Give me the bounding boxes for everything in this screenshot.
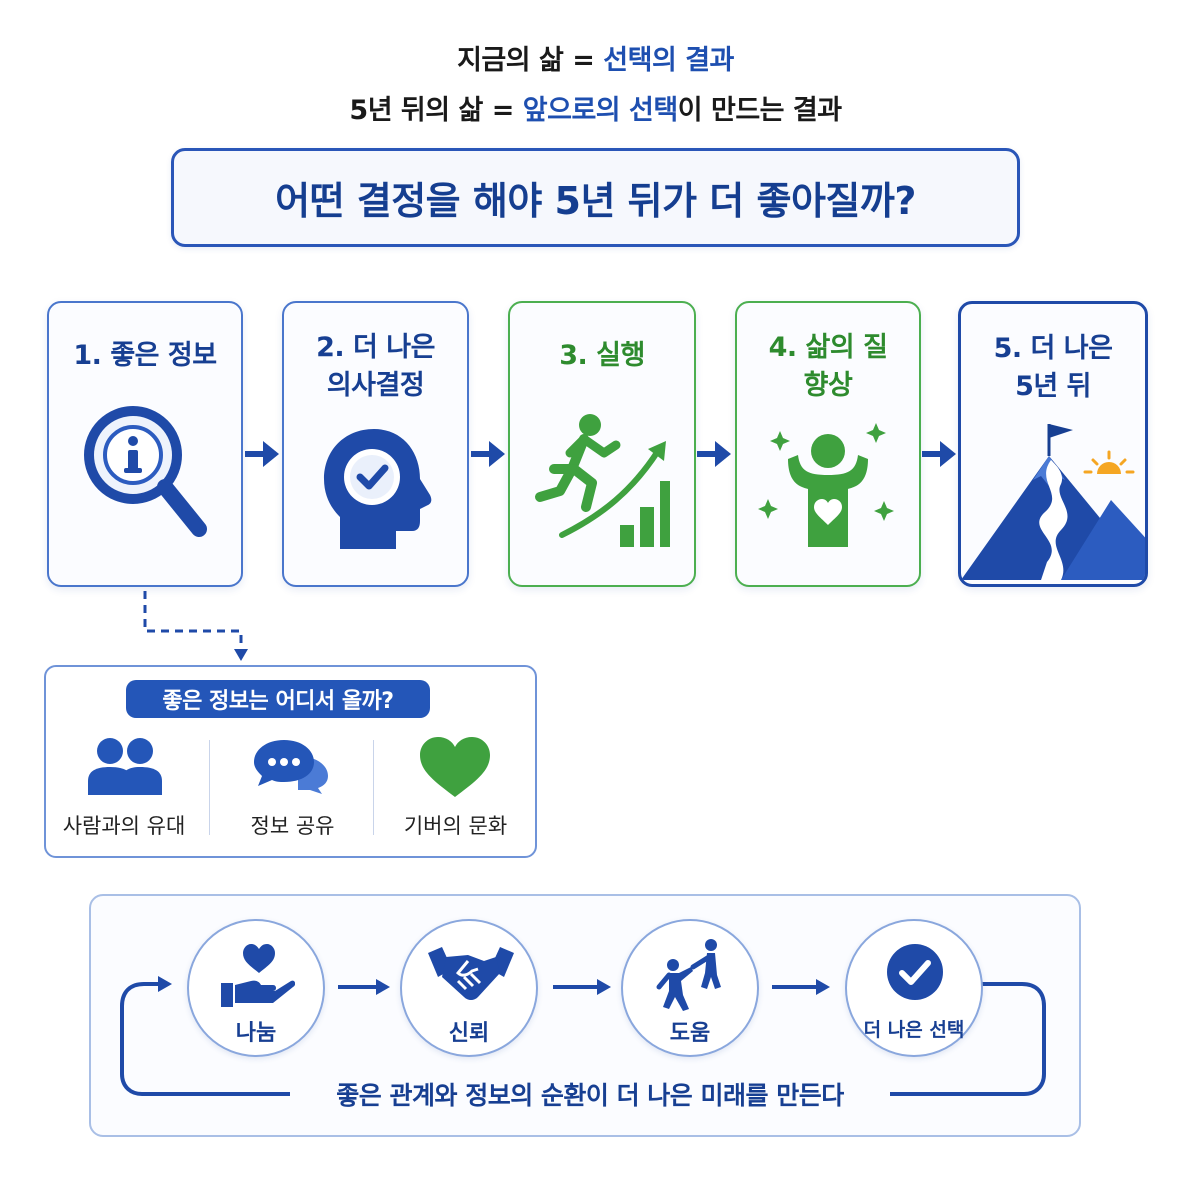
- arrow-right-icon: [245, 441, 279, 467]
- step-card-5: 5. 더 나은 5년 뒤: [958, 301, 1148, 587]
- step-2-title: 2. 더 나은 의사결정: [284, 329, 467, 405]
- step-3-title: 3. 실행: [510, 337, 694, 375]
- cycle-label-4: 더 나은 선택: [863, 1019, 965, 1041]
- info-sources-title: 좋은 정보는 어디서 올까?: [126, 680, 430, 718]
- source-label-1: 사람과의 유대: [62, 814, 186, 838]
- cycle-label-3: 도움: [669, 1021, 711, 1046]
- runner-growth-icon: [510, 411, 694, 551]
- arrow-right-icon: [697, 441, 731, 467]
- divider: [373, 740, 374, 835]
- step-3-line1: 3. 실행: [559, 340, 645, 371]
- step-5-line2: 5년 뒤: [1015, 371, 1091, 402]
- cycle-label-1: 나눔: [235, 1021, 277, 1046]
- header-line-2: 5년 뒤의 삶 = 앞으로의 선택이 만드는 결과: [0, 88, 1191, 127]
- arrow-right-icon: [553, 979, 611, 995]
- header-line-1-left: 지금의 삶 =: [457, 45, 604, 76]
- handshake-icon: [428, 947, 514, 1007]
- step-5-line1: 5. 더 나은: [993, 333, 1113, 364]
- step-card-1: 1. 좋은 정보: [47, 301, 243, 587]
- step-card-3: 3. 실행: [508, 301, 696, 587]
- divider: [209, 740, 210, 835]
- cycle-item-1: 나눔: [187, 919, 325, 1057]
- arrow-right-icon: [471, 441, 505, 467]
- header-line-2-highlight: 앞으로의 선택: [522, 95, 678, 126]
- heart-icon: [420, 737, 490, 803]
- step-1-title: 1. 좋은 정보: [49, 337, 241, 375]
- step-4-line1: 4. 삶의 질: [768, 332, 888, 363]
- people-icon: [88, 735, 164, 801]
- source-label-2: 정보 공유: [250, 814, 335, 838]
- step-2-line2: 의사결정: [326, 370, 425, 401]
- hand-heart-icon: [221, 939, 296, 1013]
- mountain-flag-icon: [961, 420, 1145, 584]
- arrow-right-icon: [922, 441, 956, 467]
- question-text: 어떤 결정을 해야 5년 뒤가 더 좋아질까?: [275, 179, 916, 223]
- check-circle-icon: [886, 943, 944, 1005]
- source-label-3: 기버의 문화: [403, 814, 508, 838]
- question-box: 어떤 결정을 해야 5년 뒤가 더 좋아질까?: [171, 148, 1020, 247]
- helping-climb-icon: [655, 939, 729, 1015]
- step-5-title: 5. 더 나은 5년 뒤: [961, 330, 1145, 406]
- dashed-connector: [143, 591, 248, 661]
- step-1-line1: 1. 좋은 정보: [73, 340, 217, 371]
- chat-bubbles-icon: [254, 738, 330, 798]
- header-line-1: 지금의 삶 = 선택의 결과: [0, 38, 1191, 77]
- header-line-2-right: 이 만드는 결과: [677, 95, 842, 126]
- header-line-2-left: 5년 뒤의 삶 =: [349, 95, 523, 126]
- cycle-item-3: 도움: [621, 919, 759, 1057]
- step-card-2: 2. 더 나은 의사결정: [282, 301, 469, 587]
- head-check-icon: [284, 423, 467, 553]
- person-heart-icon: [737, 421, 919, 551]
- arrow-right-icon: [772, 979, 830, 995]
- header-line-1-highlight: 선택의 결과: [603, 45, 734, 76]
- cycle-item-4: 더 나은 선택: [845, 919, 983, 1057]
- step-2-line1: 2. 더 나은: [316, 332, 435, 363]
- cycle-loop-arrow: [120, 976, 1046, 1096]
- step-card-4: 4. 삶의 질 향상: [735, 301, 921, 587]
- cycle-label-2: 신뢰: [448, 1021, 490, 1046]
- step-4-title: 4. 삶의 질 향상: [737, 329, 919, 405]
- step-4-line2: 향상: [803, 370, 853, 401]
- magnifier-info-icon: [49, 397, 241, 547]
- cycle-item-2: 신뢰: [400, 919, 538, 1057]
- arrow-right-icon: [338, 979, 390, 995]
- cycle-caption: 좋은 관계와 정보의 순환이 더 나은 미래를 만든다: [290, 1076, 890, 1112]
